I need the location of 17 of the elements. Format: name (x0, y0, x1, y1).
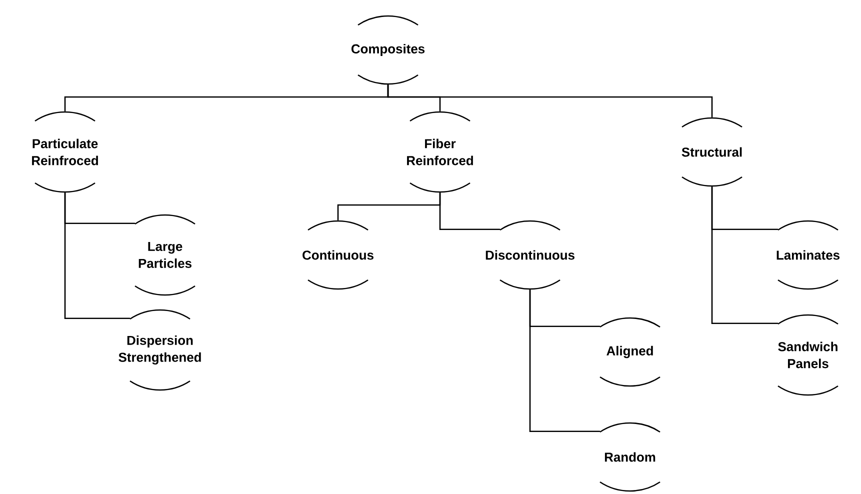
arc-bracket-node: Structural (682, 117, 742, 187)
arc-bracket-node: Composites (351, 15, 425, 85)
arc-bracket-node: Sandwich Panels (778, 314, 838, 396)
arc-bracket-node: Large Particles (134, 214, 196, 296)
arc-bracket-node: Aligned (600, 317, 660, 387)
arc-bracket-node: Dispersion Strengthened (118, 309, 201, 391)
arc-bracket-node: Fiber Reinforced (407, 111, 473, 193)
arc-bracket-node: Random (600, 422, 660, 492)
connector-line (439, 192, 500, 230)
arc-bracket-node: Discontinuous (486, 220, 574, 290)
connector-line (387, 84, 713, 118)
connector-line (64, 192, 130, 319)
connector-line (711, 186, 778, 324)
connector-line (529, 290, 600, 432)
arc-bracket-node: Laminates (776, 220, 840, 290)
arc-bracket-node: Particulate Reinfroced (32, 111, 98, 193)
arc-bracket-node: Continuous (302, 220, 374, 290)
